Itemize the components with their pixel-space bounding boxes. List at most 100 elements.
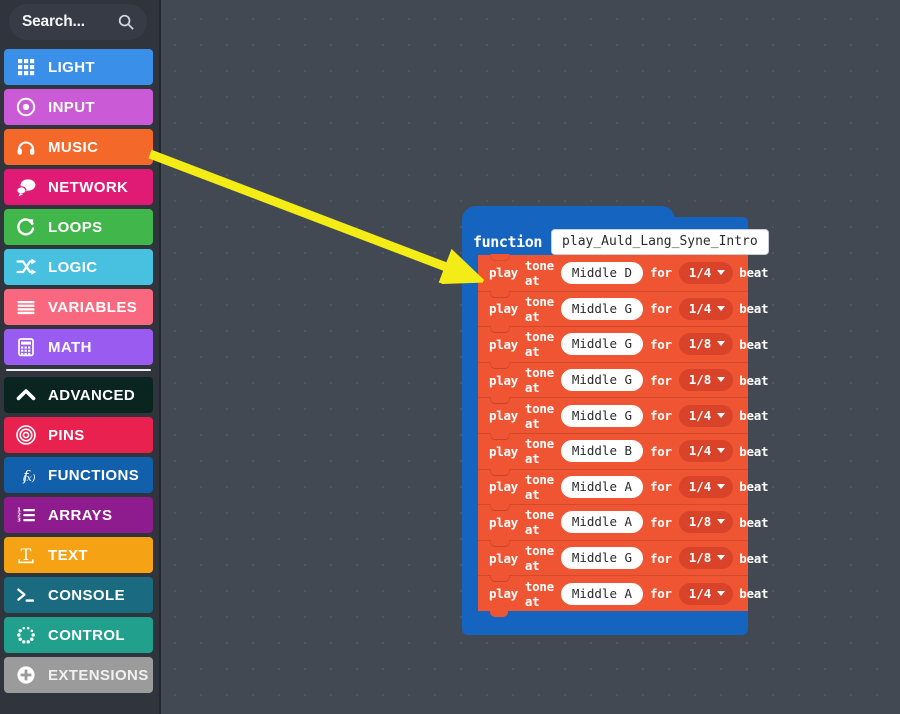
block-verb: play bbox=[489, 408, 518, 424]
chevron-down-icon bbox=[717, 555, 726, 561]
sidebar-item-input[interactable]: INPUT bbox=[4, 89, 153, 125]
sidebar-item-variables[interactable]: VARIABLES bbox=[4, 289, 153, 325]
pitch-field[interactable]: Middle G bbox=[560, 404, 644, 427]
sidebar-item-network[interactable]: NETWORK bbox=[4, 169, 153, 205]
sidebar-item-math[interactable]: MATH bbox=[4, 329, 153, 365]
sidebar-item-label: MATH bbox=[48, 338, 92, 356]
block-object-label: tone at bbox=[524, 471, 554, 502]
duration-value: 1/4 bbox=[688, 443, 712, 459]
sidebar-item-text[interactable]: T TEXT bbox=[4, 537, 153, 573]
chevron-up-icon bbox=[15, 384, 37, 406]
block-conjunction: for bbox=[650, 550, 672, 566]
duration-dropdown[interactable]: 1/4 bbox=[678, 404, 734, 427]
block-verb: play bbox=[489, 336, 518, 352]
duration-value: 1/8 bbox=[688, 336, 712, 352]
function-keyword: function bbox=[473, 233, 543, 251]
block-verb: play bbox=[489, 514, 518, 530]
block-conjunction: for bbox=[650, 443, 672, 459]
duration-unit: beat bbox=[739, 336, 769, 352]
plus-circle-icon bbox=[15, 664, 37, 686]
pitch-field[interactable]: Middle A bbox=[560, 582, 644, 605]
function-block-hat bbox=[462, 206, 675, 232]
block-object-label: tone at bbox=[524, 436, 554, 467]
shuffle-icon bbox=[15, 256, 37, 278]
sidebar-item-extensions[interactable]: EXTENSIONS bbox=[4, 657, 153, 693]
duration-dropdown[interactable]: 1/8 bbox=[678, 369, 734, 392]
sidebar-item-control[interactable]: CONTROL bbox=[4, 617, 153, 653]
sidebar-item-loops[interactable]: LOOPS bbox=[4, 209, 153, 245]
loop-arrow-icon bbox=[15, 216, 37, 238]
sidebar-item-console[interactable]: CONSOLE bbox=[4, 577, 153, 613]
svg-text:3: 3 bbox=[17, 518, 21, 524]
block-conjunction: for bbox=[650, 265, 672, 281]
block-object-label: tone at bbox=[524, 329, 554, 360]
terminal-prompt-icon bbox=[15, 584, 37, 606]
sidebar-item-label: TEXT bbox=[48, 546, 88, 564]
pitch-field[interactable]: Middle G bbox=[560, 333, 644, 356]
duration-unit: beat bbox=[739, 586, 769, 602]
sidebar-item-advanced[interactable]: ADVANCED bbox=[4, 377, 153, 413]
duration-value: 1/4 bbox=[688, 478, 712, 494]
pitch-field[interactable]: Middle G bbox=[560, 297, 644, 320]
sidebar-item-label: INPUT bbox=[48, 98, 95, 116]
sidebar-item-music[interactable]: MUSIC bbox=[4, 129, 153, 165]
sidebar-item-light[interactable]: LIGHT bbox=[4, 49, 153, 85]
category-list: LIGHT INPUT MUSIC NETWORK LOOPS LOGIC VARIABLE… bbox=[4, 49, 153, 697]
chevron-down-icon bbox=[717, 590, 726, 596]
chevron-down-icon bbox=[717, 377, 726, 383]
sidebar-item-label: LOGIC bbox=[48, 258, 98, 276]
sidebar-item-label: LIGHT bbox=[48, 58, 95, 76]
svg-text:T: T bbox=[21, 545, 32, 564]
serif-t-icon: T bbox=[15, 544, 37, 566]
duration-dropdown[interactable]: 1/4 bbox=[678, 475, 734, 498]
pitch-field[interactable]: Middle A bbox=[560, 511, 644, 534]
category-sidebar: Search... LIGHT INPUT MUSIC NETWORK LOOPS LOG… bbox=[0, 0, 161, 714]
svg-text:f: f bbox=[22, 469, 31, 485]
duration-dropdown[interactable]: 1/4 bbox=[678, 582, 734, 605]
duration-dropdown[interactable]: 1/4 bbox=[678, 261, 734, 284]
duration-dropdown[interactable]: 1/4 bbox=[678, 440, 734, 463]
pitch-field[interactable]: Middle G bbox=[560, 369, 644, 392]
chevron-down-icon bbox=[717, 448, 726, 454]
block-conjunction: for bbox=[650, 479, 672, 495]
chevron-down-icon bbox=[717, 305, 726, 311]
function-name-field[interactable]: play_Auld_Lang_Syne_Intro bbox=[551, 229, 769, 255]
duration-unit: beat bbox=[739, 514, 769, 530]
svg-text:1: 1 bbox=[17, 508, 21, 514]
pitch-field[interactable]: Middle G bbox=[560, 547, 644, 570]
duration-dropdown[interactable]: 1/8 bbox=[678, 547, 734, 570]
sidebar-item-label: PINS bbox=[48, 426, 85, 444]
duration-unit: beat bbox=[739, 301, 769, 317]
pitch-field[interactable]: Middle B bbox=[560, 440, 644, 463]
block-object-label: tone at bbox=[524, 400, 554, 431]
sidebar-item-label: CONSOLE bbox=[48, 586, 125, 604]
chevron-down-icon bbox=[717, 412, 726, 418]
duration-dropdown[interactable]: 1/4 bbox=[678, 297, 734, 320]
sidebar-item-pins[interactable]: PINS bbox=[4, 417, 153, 453]
block-object-label: tone at bbox=[524, 257, 554, 288]
search-input[interactable]: Search... bbox=[9, 4, 147, 40]
sidebar-item-logic[interactable]: LOGIC bbox=[4, 249, 153, 285]
pitch-field[interactable]: Middle D bbox=[560, 261, 644, 284]
duration-dropdown[interactable]: 1/8 bbox=[678, 511, 734, 534]
pitch-field[interactable]: Middle A bbox=[560, 475, 644, 498]
block-conjunction: for bbox=[650, 408, 672, 424]
sidebar-item-functions[interactable]: f(x)FUNCTIONS bbox=[4, 457, 153, 493]
block-object-label: tone at bbox=[524, 543, 554, 574]
duration-dropdown[interactable]: 1/8 bbox=[678, 333, 734, 356]
duration-unit: beat bbox=[739, 265, 769, 281]
